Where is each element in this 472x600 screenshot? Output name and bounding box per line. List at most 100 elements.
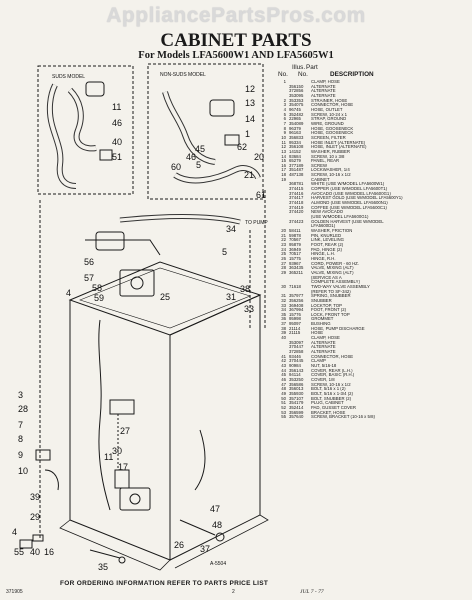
illus-number: 19	[281, 176, 286, 182]
part-description: WASHER, FRICTION	[311, 229, 353, 233]
illus-number: 10	[281, 134, 286, 140]
part-number: 374418	[289, 200, 304, 206]
part-number: 353097	[289, 339, 304, 345]
document-code: 371905	[6, 589, 23, 595]
part-description: ALTERNATE	[311, 350, 336, 355]
part-description: TWO-WAY VALVE ASSEMBLY	[311, 284, 370, 289]
callout: 48	[212, 520, 222, 530]
part-description: LFA5600D1)	[311, 224, 336, 229]
part-description: PIN, KNURLED	[311, 233, 342, 238]
part-number: 95334	[289, 139, 301, 145]
illus-number: 16	[281, 162, 286, 168]
illus-number: 6	[283, 116, 286, 122]
callout: 56	[84, 257, 94, 267]
part-description: HOSE, OUTLET	[311, 107, 343, 112]
part-number: 96379	[289, 125, 301, 131]
part-number: 65279	[289, 158, 301, 164]
callout: 59	[94, 293, 104, 303]
illus-number: 24	[281, 246, 286, 252]
nonsuds-model-box	[147, 63, 264, 200]
suds-model-label: SUDS MODEL	[52, 74, 85, 80]
callout: 40	[112, 137, 122, 147]
figure-code: A-5504	[210, 561, 226, 567]
illus-number: 48	[281, 386, 286, 392]
illus-number: 52	[281, 404, 286, 410]
illus-number: 33	[281, 302, 286, 308]
part-number: 357977	[289, 293, 304, 299]
part-description: WHITE (USE W/MODEL LFA5600W1)	[311, 182, 385, 187]
part-description: GOLDEN HARVEST (USE W/MODEL	[311, 219, 384, 224]
callout: 55	[14, 547, 24, 557]
parts-row: LFA5600D1)	[278, 224, 470, 229]
part-description: PAD, GUSSET COVER	[311, 405, 356, 410]
part-description: LOCK, FRONT TOP	[311, 312, 350, 317]
illus-number: 21	[281, 232, 286, 238]
callout: 3	[18, 390, 23, 400]
part-number: 15776	[289, 311, 301, 317]
part-description: HINGE, R.H.	[311, 256, 336, 261]
callout: 27	[120, 426, 130, 436]
part-description: COPPER (USE W/MODEL LFA5600T1)	[311, 187, 388, 192]
part-number: 370445	[289, 358, 304, 364]
part-description: HINGE, L.H.	[311, 252, 335, 257]
part-description: SCREEN, FILTER	[311, 135, 346, 140]
part-description: BOLT, SNUBBER (2)	[311, 396, 352, 401]
part-description: LOCKWASHER, 1/4	[311, 168, 350, 173]
illus-number: 4	[283, 106, 286, 112]
part-number: 356108	[289, 144, 304, 150]
part-description: PLUG, CABINET	[311, 401, 344, 406]
part-description: ALMOND (USE W/MODEL LFA5600N1)	[311, 201, 388, 206]
callout: 9	[18, 450, 23, 460]
part-number: 354179	[289, 400, 304, 406]
part-number: 93967	[289, 260, 301, 266]
illus-number: 34	[281, 307, 286, 313]
illus-number: 14	[281, 153, 286, 159]
part-description: CLAMP, HOSE	[311, 336, 340, 341]
callout: 11	[112, 102, 121, 112]
part-header: Part	[306, 64, 318, 71]
part-number: 95879	[289, 241, 301, 247]
illus-number: 44	[281, 367, 286, 373]
illus-number: 3	[283, 102, 286, 108]
illus-number: 46	[281, 377, 286, 382]
part-description: (USE W/MODEL LFA5600G1)	[311, 215, 369, 220]
part-number: 15775	[289, 255, 301, 261]
illus-number: 17	[281, 167, 286, 173]
part-number: 352414	[289, 404, 304, 410]
illus-number: 11	[281, 139, 286, 145]
illus-number: 45	[281, 372, 286, 378]
part-description: SCREW, 10 x 3/8	[311, 154, 345, 159]
part-number: 95097	[289, 321, 301, 327]
part-number: 355930	[289, 390, 304, 396]
part-number: 374415	[289, 186, 304, 192]
callout: 47	[210, 504, 220, 514]
callout: 17	[118, 462, 128, 472]
part-description: COVER, REAR (L.H.)	[311, 368, 353, 373]
parts-row: (REFER TO SF-342)	[278, 290, 470, 295]
